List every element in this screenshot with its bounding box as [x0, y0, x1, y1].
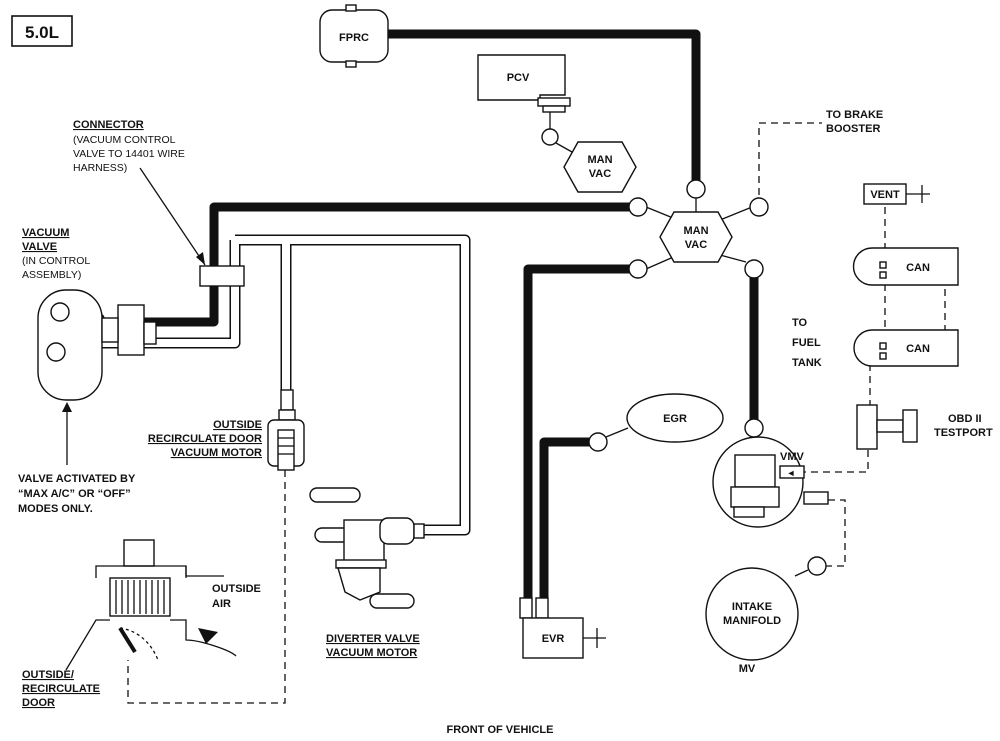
pcv-label: PCV [507, 72, 530, 84]
diverter-motor-line1: DIVERTER VALVE [326, 633, 420, 645]
egr-supply-line [523, 264, 643, 602]
port-fprc-circle [686, 179, 706, 199]
valve-activated-line1: VALVE ACTIVATED BY [18, 473, 136, 485]
diverter-motor-line2: VACUUM MOTOR [326, 647, 417, 659]
intake-manifold-component: INTAKE MANIFOLD MV [705, 556, 827, 675]
connector-title: CONNECTOR [73, 119, 144, 131]
intake-manifold-line1: INTAKE [732, 601, 772, 613]
valve-activated-line3: MODES ONLY. [18, 503, 93, 515]
vmv-port-circle [744, 418, 764, 438]
recirc-door-line3: DOOR [22, 697, 55, 709]
evr-label: EVR [542, 633, 565, 645]
pcv-port-circle [541, 128, 559, 146]
vacuum-valve-title-line1: VACUUM [22, 227, 69, 239]
port-vmv-circle [744, 259, 764, 279]
connector-desc-line1: (VACUUM CONTROL [73, 134, 176, 146]
connector-pointer [139, 167, 206, 266]
evr-egr-line [539, 437, 603, 602]
vacuum-valve-desc-line1: (IN CONTROL [22, 255, 90, 267]
engine-badge-text: 5.0L [25, 23, 59, 42]
vmv-arrow-icon: ◄ [787, 468, 796, 478]
fprc-component: FPRC [319, 4, 389, 68]
man-vac-center-line1: MAN [683, 225, 708, 237]
to-fuel-tank-line1: TO [792, 317, 808, 329]
man-vac-center: MAN VAC [628, 179, 769, 279]
recirc-motor-line2: RECIRCULATE DOOR [148, 433, 262, 445]
recirc-door-linkage [127, 470, 286, 704]
to-brake-booster-line2: BOOSTER [826, 123, 880, 135]
fprc-label: FPRC [339, 32, 369, 44]
vent-label: VENT [870, 189, 900, 201]
mv-port-circle [807, 556, 827, 576]
egr-label: EGR [663, 413, 687, 425]
recirc-motor-line3: VACUUM MOTOR [171, 447, 262, 459]
vmv-label: VMV [780, 451, 805, 463]
canister-1: CAN [852, 247, 959, 286]
diverter-valve-motor [309, 487, 425, 609]
intake-manifold-line2: MANIFOLD [723, 615, 781, 627]
to-brake-booster-line1: TO BRAKE [826, 109, 883, 121]
to-fuel-tank-line3: TANK [792, 357, 822, 369]
obd-vmv-line [800, 450, 869, 473]
vmv-component: ◄ VMV [712, 418, 829, 528]
connector-desc-line2: VALVE TO 14401 WIRE [73, 148, 185, 160]
obd-testport-line1: OBD II [948, 413, 982, 425]
can-1-label: CAN [906, 262, 930, 274]
front-of-vehicle-label: FRONT OF VEHICLE [447, 724, 554, 736]
obd-testport: OBD II TESTPORT [856, 404, 993, 450]
engine-badge: 5.0L [11, 15, 73, 47]
recirc-door-motor [267, 389, 305, 471]
recirc-door-line2: RECIRCULATE [22, 683, 100, 695]
outside-air-line2: AIR [212, 598, 231, 610]
outside-air-line1: OUTSIDE [212, 583, 261, 595]
connector-desc-line3: HARNESS) [73, 162, 127, 174]
canister-2: CAN [853, 329, 959, 367]
man-vac-top-line1: MAN [587, 154, 612, 166]
obd-testport-line2: TESTPORT [934, 427, 993, 439]
mv-label: MV [739, 663, 756, 675]
man-vac-top: MAN VAC [563, 141, 637, 193]
hollow-tube-network [95, 234, 471, 536]
port-brake-booster-circle [749, 197, 769, 217]
valve-activated-line2: “MAX A/C” OR “OFF” [18, 488, 131, 500]
vent-component: VENT [863, 183, 930, 205]
man-vac-center-line2: VAC [685, 239, 707, 251]
connector-arrow-icon [196, 252, 205, 265]
connector-component [199, 265, 245, 287]
man-vac-top-line2: VAC [589, 168, 611, 180]
vacuum-valve-desc-line2: ASSEMBLY) [22, 269, 81, 281]
vacuum-valve-supply-line [135, 202, 643, 327]
recirc-door-line1: OUTSIDE/ [22, 669, 74, 681]
valve-activated-arrow-icon [62, 402, 72, 412]
can-2-label: CAN [906, 343, 930, 355]
egr-port-circle [588, 432, 608, 452]
brake-booster-line [758, 122, 822, 207]
air-door-assembly [65, 539, 237, 671]
egr-component: EGR [588, 393, 724, 452]
vmv-mv-line [826, 499, 846, 567]
vacuum-valve-title-line2: VALVE [22, 241, 57, 253]
pcv-component: PCV [477, 54, 573, 153]
port-egr-circle [628, 259, 648, 279]
recirc-motor-line1: OUTSIDE [213, 419, 262, 431]
evr-component: EVR [519, 597, 606, 659]
fprc-vacuum-line [383, 29, 701, 191]
vacuum-valve-component [37, 289, 157, 401]
port-vacuum-valve-circle [628, 197, 648, 217]
air-flow-arrow-icon [198, 628, 218, 644]
to-fuel-tank-line2: FUEL [792, 337, 821, 349]
